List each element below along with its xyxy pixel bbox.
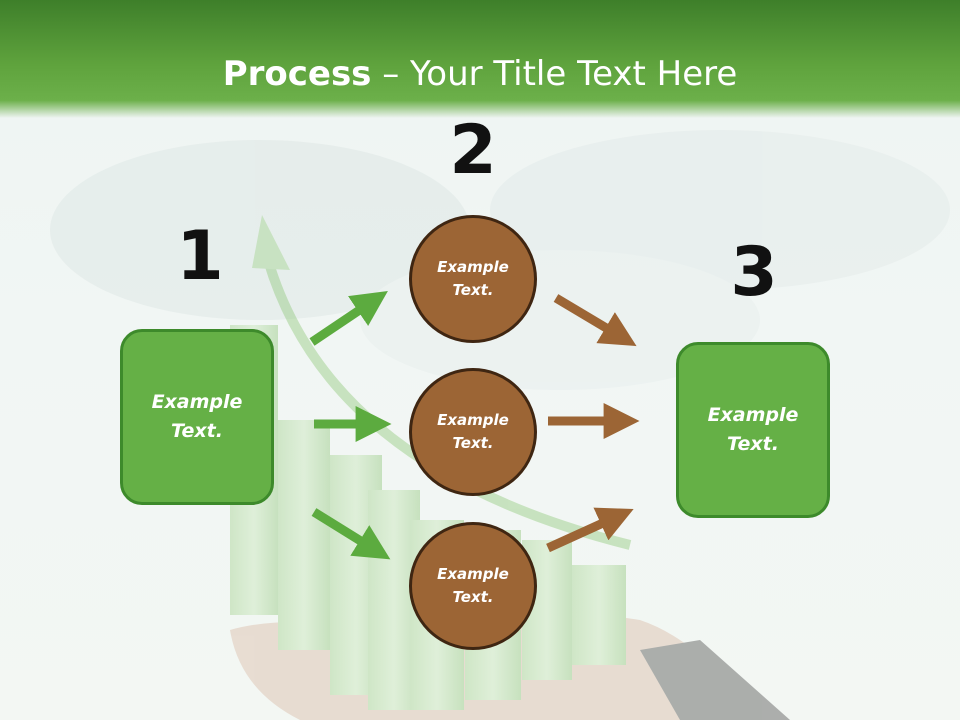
circle-top: Example Text. (409, 215, 537, 343)
right-box-text: Example Text. (707, 404, 799, 455)
header-bar (0, 0, 960, 118)
title-bold: Process (222, 54, 372, 94)
arrow-brown-up (546, 507, 634, 553)
arrow-green-up (309, 290, 388, 346)
slide-title: Process – Your Title Text Here (0, 52, 960, 96)
circle-top-text: Example Text. (437, 258, 509, 299)
circle-bottom: Example Text. (409, 522, 537, 650)
circle-bottom-text: Example Text. (437, 565, 509, 606)
step-number-1: 1 (176, 217, 224, 296)
title-rest: – Your Title Text Here (371, 54, 738, 94)
step-number-3: 3 (730, 233, 778, 312)
right-box: Example Text. (676, 342, 830, 518)
arrow-brown-down (553, 294, 637, 347)
left-box: Example Text. (120, 329, 274, 505)
left-box-text: Example Text. (151, 391, 243, 442)
circle-middle-text: Example Text. (437, 411, 509, 452)
arrow-green-down (311, 508, 391, 560)
circle-middle: Example Text. (409, 368, 537, 496)
step-number-2: 2 (449, 111, 497, 190)
